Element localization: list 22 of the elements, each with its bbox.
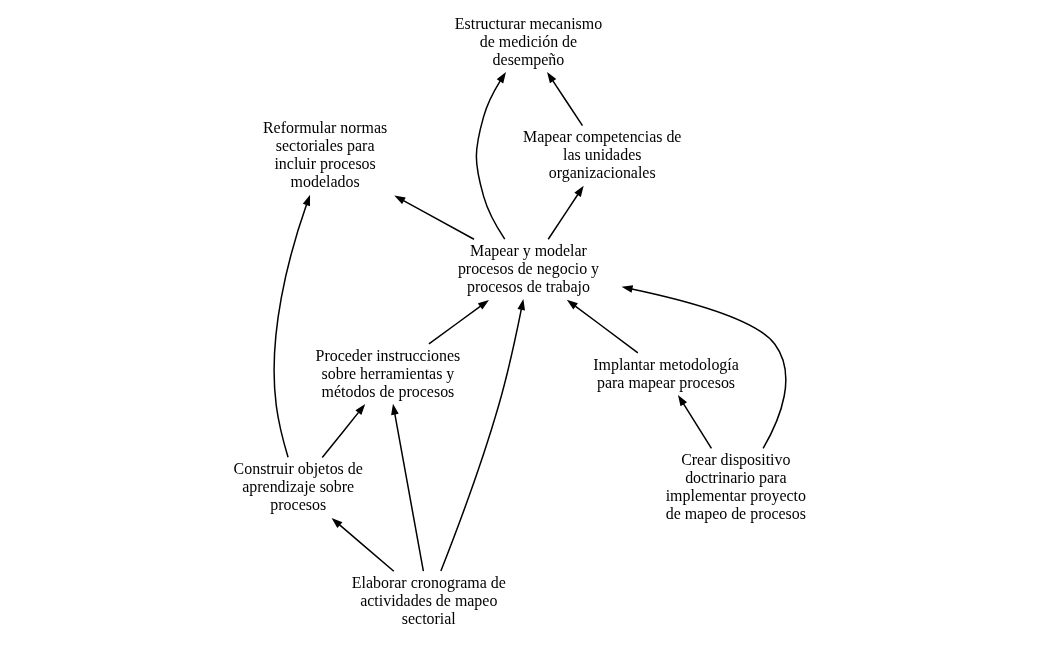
node-text: Implantar metodología para mapear procesos <box>593 355 739 391</box>
node-text: Proceder instrucciones sobre herramientas y métodos de procesos <box>315 346 461 400</box>
arrow <box>547 185 584 240</box>
arrow <box>331 518 395 572</box>
arrow <box>547 72 584 127</box>
arrow <box>621 285 787 450</box>
arrow <box>566 299 639 354</box>
node-text: Reformular normas sectoriales para incluir procesos modelados <box>262 119 388 191</box>
node-text: Construir objetos de aprendizaje sobre procesos <box>233 460 363 514</box>
node-text: Crear dispositivo doctrinario para implementar proyecto de mapeo de procesos <box>665 451 806 523</box>
arrow <box>273 194 311 458</box>
arrow <box>321 404 366 459</box>
arrow <box>391 403 425 572</box>
arrow <box>677 394 713 450</box>
arrow <box>440 298 526 572</box>
arrow <box>394 195 475 240</box>
arrow <box>428 300 489 345</box>
arrow <box>475 72 506 240</box>
node-text: Estructurar mecanismo de medición de desempeño <box>454 14 603 68</box>
node-text: Elaborar cronograma de actividades de mapeo sectorial <box>351 573 506 627</box>
node-text: Mapear competencias de las unidades organizacionales <box>523 128 682 182</box>
node-text: Mapear y modelar procesos de negocio y procesos de trabajo <box>457 242 600 295</box>
